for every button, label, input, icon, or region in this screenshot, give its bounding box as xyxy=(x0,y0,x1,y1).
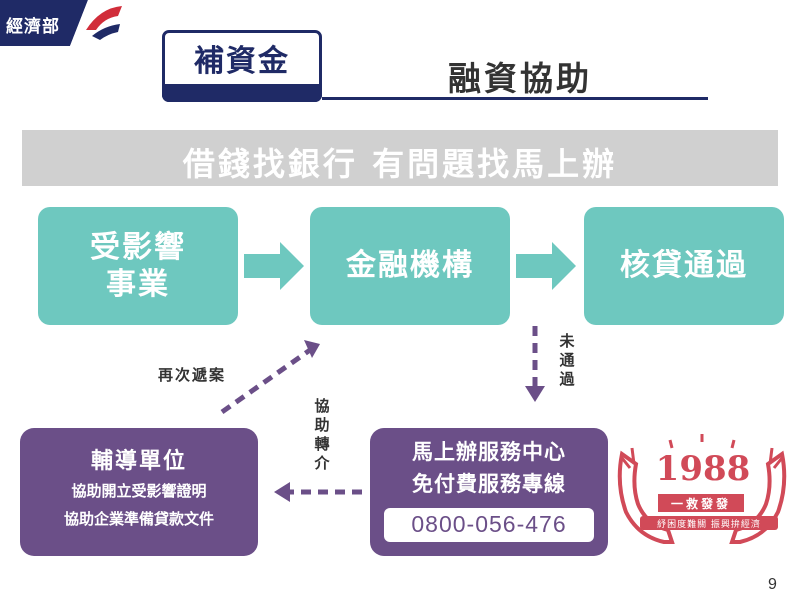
page-title: 融資協助 xyxy=(448,59,592,98)
ministry-logo xyxy=(0,0,124,46)
stamp-number: 1988 xyxy=(655,449,751,489)
guidance-unit-line2: 協助企業準備貸款文件 xyxy=(63,510,214,528)
guidance-unit-line1: 協助開立受影響證明 xyxy=(71,482,207,500)
step2-label: 金融機構 xyxy=(346,248,474,284)
step1-line2: 事業 xyxy=(106,267,170,302)
step3-label: 核貸通過 xyxy=(620,248,748,284)
step-financial-institution: 金融機構 xyxy=(310,207,510,325)
logo-swoosh-icon xyxy=(86,6,122,30)
guidance-unit-box xyxy=(20,428,258,556)
page-number: 9 xyxy=(768,576,777,593)
tag-box-bar xyxy=(162,84,322,102)
hotline-1988-stamp-icon xyxy=(617,434,787,544)
hotline-number: 0800-056-476 xyxy=(411,511,567,537)
service-center-line1: 馬上辦服務中心 xyxy=(412,440,566,464)
step-affected-business: 受影響 事業 xyxy=(38,207,238,325)
arrow-resubmit xyxy=(220,347,312,415)
slogan-banner xyxy=(22,130,778,186)
stamp-footer-text: 紓困度難關 振興拚經濟 xyxy=(657,520,761,530)
tag-label: 補資金 xyxy=(194,44,290,79)
step-loan-approved: 核貸通過 xyxy=(584,207,784,325)
stamp-footer-bar xyxy=(640,516,778,530)
guidance-unit-title: 輔導單位 xyxy=(90,449,187,474)
label-referral: 協助轉介 xyxy=(314,397,330,472)
step1-line1: 受影響 xyxy=(90,229,186,265)
logo-text: 經濟部 xyxy=(6,17,60,37)
label-resubmit: 再次遞案 xyxy=(158,366,227,384)
arrow-step1-to-step2 xyxy=(244,242,304,290)
service-center-line2: 免付費服務專線 xyxy=(412,472,566,496)
title-underline xyxy=(322,97,708,100)
stamp-band xyxy=(658,494,744,512)
arrow-step2-to-step3 xyxy=(516,242,576,290)
stamp-band-text: 一救發發 xyxy=(670,497,731,511)
slogan-text: 借錢找銀行 有問題找馬上辦 xyxy=(182,145,618,183)
label-not-passed: 未通過 xyxy=(559,332,575,388)
hotline-number-box xyxy=(384,508,594,542)
